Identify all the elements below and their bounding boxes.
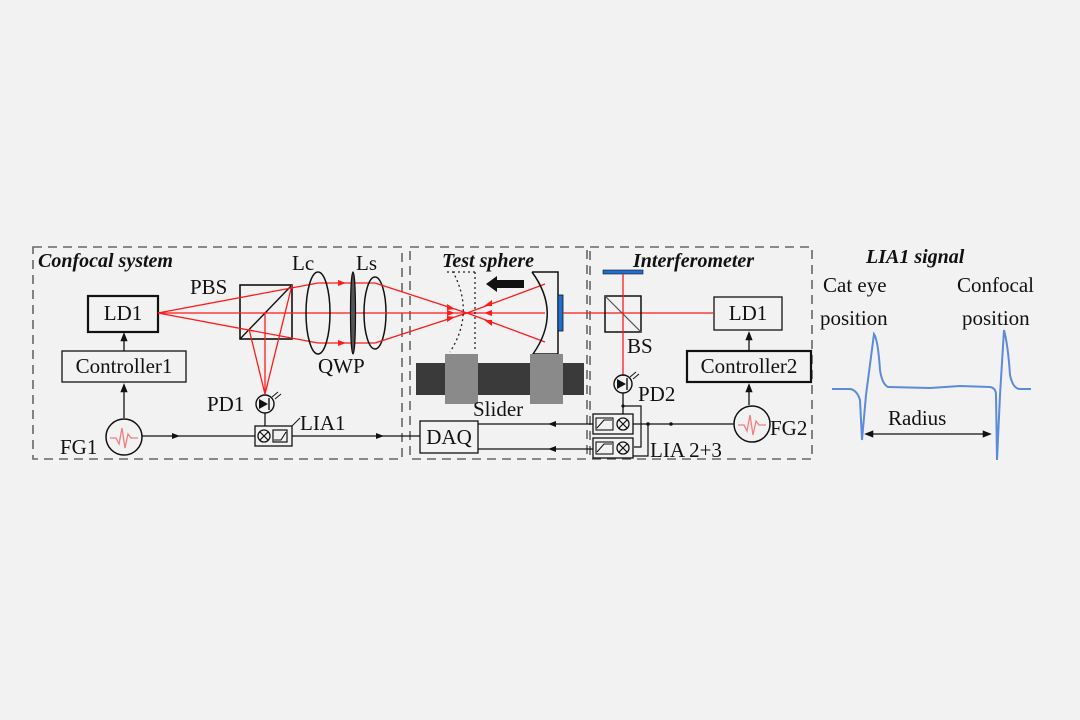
lia3-block	[592, 437, 634, 459]
daq-box	[419, 420, 479, 454]
lens-lc	[305, 271, 331, 355]
controller2-label: Controller2	[700, 354, 798, 378]
confocal-position-label-line2: position	[962, 306, 1030, 330]
pd1-label: PD1	[207, 392, 245, 416]
fg2-label: FG2	[770, 416, 808, 440]
reference-mirror	[557, 294, 564, 332]
fg1-label: FG1	[60, 435, 98, 459]
cat-eye-label-line1: Cat eye	[823, 273, 887, 297]
lc-label: Lc	[292, 251, 315, 275]
movement-direction-arrow	[486, 276, 524, 292]
section-title-interferometer: Interferometer	[633, 250, 755, 272]
lia1-signal-trace	[832, 329, 1031, 461]
interferometer-section-frame	[589, 246, 813, 460]
ld1-interferometer-label: LD1	[728, 301, 768, 325]
pbs-label: PBS	[190, 275, 228, 299]
slider-carriage-left	[445, 354, 478, 404]
slider-carriage-right	[530, 354, 563, 404]
qwp-label: QWP	[318, 354, 365, 378]
ld1-interferometer-box	[713, 296, 783, 331]
radius-label: Radius	[888, 406, 947, 430]
section-title-test-sphere: Test sphere	[442, 250, 535, 272]
lia23-label: LIA 2+3	[650, 438, 722, 462]
pd2-label: PD2	[638, 382, 676, 406]
section-title-confocal-system: Confocal system	[38, 250, 173, 272]
qwp-plate	[349, 271, 357, 355]
bs-label: BS	[627, 334, 653, 358]
daq-label: DAQ	[426, 425, 472, 449]
confocal-position-label-line1: Confocal	[957, 273, 1034, 297]
ld1-box	[86, 294, 160, 334]
ld1-label: LD1	[103, 301, 143, 325]
ls-label: Ls	[356, 251, 377, 275]
confocal-section-frame	[32, 246, 403, 460]
lia1-label: LIA1	[300, 411, 346, 435]
cat-eye-label-line2: position	[820, 306, 888, 330]
controller1-label: Controller1	[75, 354, 173, 378]
pbs-cube	[239, 284, 293, 340]
fg1-waveform-generator-icon	[105, 418, 143, 456]
section-title-lia1-signal: LIA1 signal	[866, 246, 965, 268]
slider-label: Slider	[473, 397, 524, 421]
